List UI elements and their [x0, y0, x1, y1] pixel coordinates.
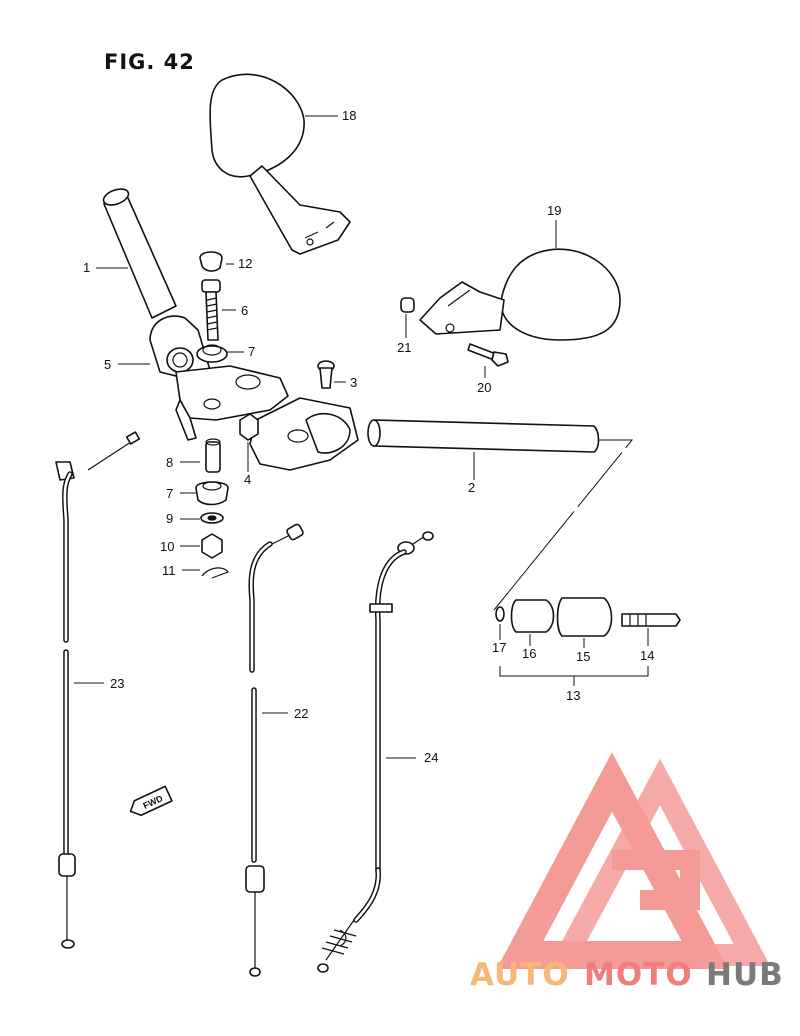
callout-6: 6 [241, 303, 248, 318]
leader-lines [74, 115, 649, 759]
watermark-text: AUTO MOTO HUB [470, 957, 784, 993]
washer-17 [495, 606, 505, 622]
callout-20: 20 [477, 380, 491, 395]
cap-21 [400, 297, 415, 313]
callout-21: 21 [397, 340, 411, 355]
spacer-8 [205, 438, 221, 473]
callout-17: 17 [492, 640, 506, 655]
callout-10: 10 [160, 539, 174, 554]
callout-16: 16 [522, 646, 536, 661]
callout-1: 1 [83, 260, 90, 275]
watermark-auto: AUTO [470, 957, 570, 993]
mirror-right [419, 248, 621, 341]
bolt-20 [467, 343, 509, 367]
washer-7a [196, 344, 228, 363]
mirror-upper [209, 73, 351, 255]
forward-arrow-icon: FWD [129, 785, 173, 817]
washer-9 [200, 512, 224, 524]
nut-4 [239, 413, 259, 441]
bolt-6 [201, 279, 221, 341]
rubber-7b [195, 481, 229, 506]
callout-2: 2 [468, 480, 475, 495]
bar-end-assembly [495, 597, 681, 677]
callout-4: 4 [244, 472, 251, 487]
handlebar-left [102, 188, 177, 319]
weight-15 [556, 597, 613, 637]
watermark-hub: HUB [706, 957, 784, 993]
cap-12 [199, 251, 223, 272]
callout-7a: 7 [248, 344, 255, 359]
screw-14 [621, 613, 681, 627]
callout-labels: 1 2 3 4 5 6 7 7 8 9 10 11 12 13 14 15 16… [83, 108, 654, 765]
callout-11: 11 [162, 563, 176, 578]
clip-11 [201, 567, 229, 579]
figure-title: FIG. 42 [104, 50, 195, 74]
callout-13: 13 [566, 688, 580, 703]
weight-16 [510, 599, 555, 633]
callout-22: 22 [294, 706, 308, 721]
cable-24 [317, 531, 434, 973]
callout-7b: 7 [166, 486, 173, 501]
watermark-moto: MOTO [584, 957, 693, 993]
cable-23 [55, 431, 141, 949]
callout-19: 19 [547, 203, 561, 218]
cable-22 [245, 523, 304, 977]
nut-10 [201, 533, 223, 559]
callout-3: 3 [350, 375, 357, 390]
callout-24: 24 [424, 750, 438, 765]
callout-23: 23 [110, 676, 124, 691]
callout-14: 14 [640, 648, 654, 663]
callout-9: 9 [166, 511, 173, 526]
callout-5: 5 [104, 357, 111, 372]
bolt-3 [317, 360, 335, 389]
callout-8: 8 [166, 455, 173, 470]
callout-15: 15 [576, 649, 590, 664]
callout-12: 12 [238, 256, 252, 271]
watermark-logo [496, 752, 771, 969]
handlebar-right [305, 412, 634, 611]
callout-18: 18 [342, 108, 356, 123]
